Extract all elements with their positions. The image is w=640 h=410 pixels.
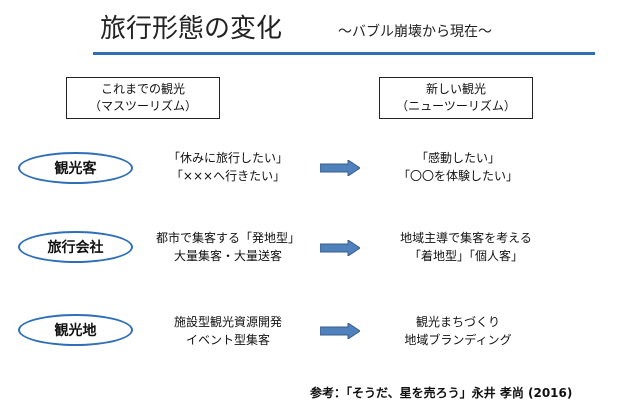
reference-note: 参考：「そうだ、星を売ろう」永井 孝尚 (2016) bbox=[310, 386, 573, 400]
row-agency-past-line1: 都市で集客する「発地型」 bbox=[155, 231, 300, 245]
arrow-right-icon bbox=[320, 240, 360, 256]
row-tourist-past: 「休みに旅行したい」 「×××へ行きたい」 bbox=[148, 149, 308, 185]
row-agency-present: 地域主導で集客を考える 「着地型」「個人客」 bbox=[378, 229, 554, 265]
arrow-right-icon bbox=[320, 323, 360, 339]
row-tourist-present-line1: 「感動したい」 bbox=[415, 151, 500, 165]
row-destination-present-line2: 地域ブランディング bbox=[404, 333, 512, 347]
row-destination-present-line1: 観光まちづくり bbox=[415, 315, 500, 329]
arrow-right-icon bbox=[320, 160, 360, 176]
page-title: 旅行形態の変化 bbox=[100, 14, 283, 44]
column-header-past-line1: これまでの観光 bbox=[100, 82, 185, 96]
row-label-destination: 観光地 bbox=[18, 314, 133, 346]
row-agency-present-line2: 「着地型」「個人客」 bbox=[408, 249, 523, 263]
row-agency-past: 都市で集客する「発地型」 大量集客・大量送客 bbox=[140, 229, 316, 265]
row-tourist-present-line2: 「〇〇を体験したい」 bbox=[397, 169, 518, 183]
column-header-present-line2: （ニューツーリズム） bbox=[396, 99, 516, 113]
row-label-tourist: 観光客 bbox=[18, 152, 133, 184]
row-tourist-past-line1: 「休みに旅行したい」 bbox=[167, 151, 288, 165]
page-subtitle: ～バブル崩壊から現在～ bbox=[338, 24, 492, 40]
row-destination-past-line1: 施設型観光資源開発 bbox=[173, 315, 282, 329]
row-destination-past: 施設型観光資源開発 イベント型集客 bbox=[148, 313, 308, 349]
row-destination-present: 観光まちづくり 地域ブランディング bbox=[378, 313, 538, 349]
column-header-present-line1: 新しい観光 bbox=[425, 82, 486, 96]
row-agency-past-line2: 大量集客・大量送客 bbox=[173, 249, 282, 263]
title-underline bbox=[93, 52, 595, 55]
column-header-past-line2: （マスツーリズム） bbox=[88, 99, 197, 113]
row-destination-past-line2: イベント型集客 bbox=[185, 333, 270, 347]
row-tourist-past-line2: 「×××へ行きたい」 bbox=[170, 169, 286, 183]
row-tourist-present: 「感動したい」 「〇〇を体験したい」 bbox=[378, 149, 538, 185]
column-header-present: 新しい観光 （ニューツーリズム） bbox=[379, 77, 533, 119]
column-header-past: これまでの観光 （マスツーリズム） bbox=[66, 77, 220, 119]
row-label-travel-agency: 旅行会社 bbox=[18, 231, 133, 263]
row-agency-present-line1: 地域主導で集客を考える bbox=[400, 231, 532, 245]
